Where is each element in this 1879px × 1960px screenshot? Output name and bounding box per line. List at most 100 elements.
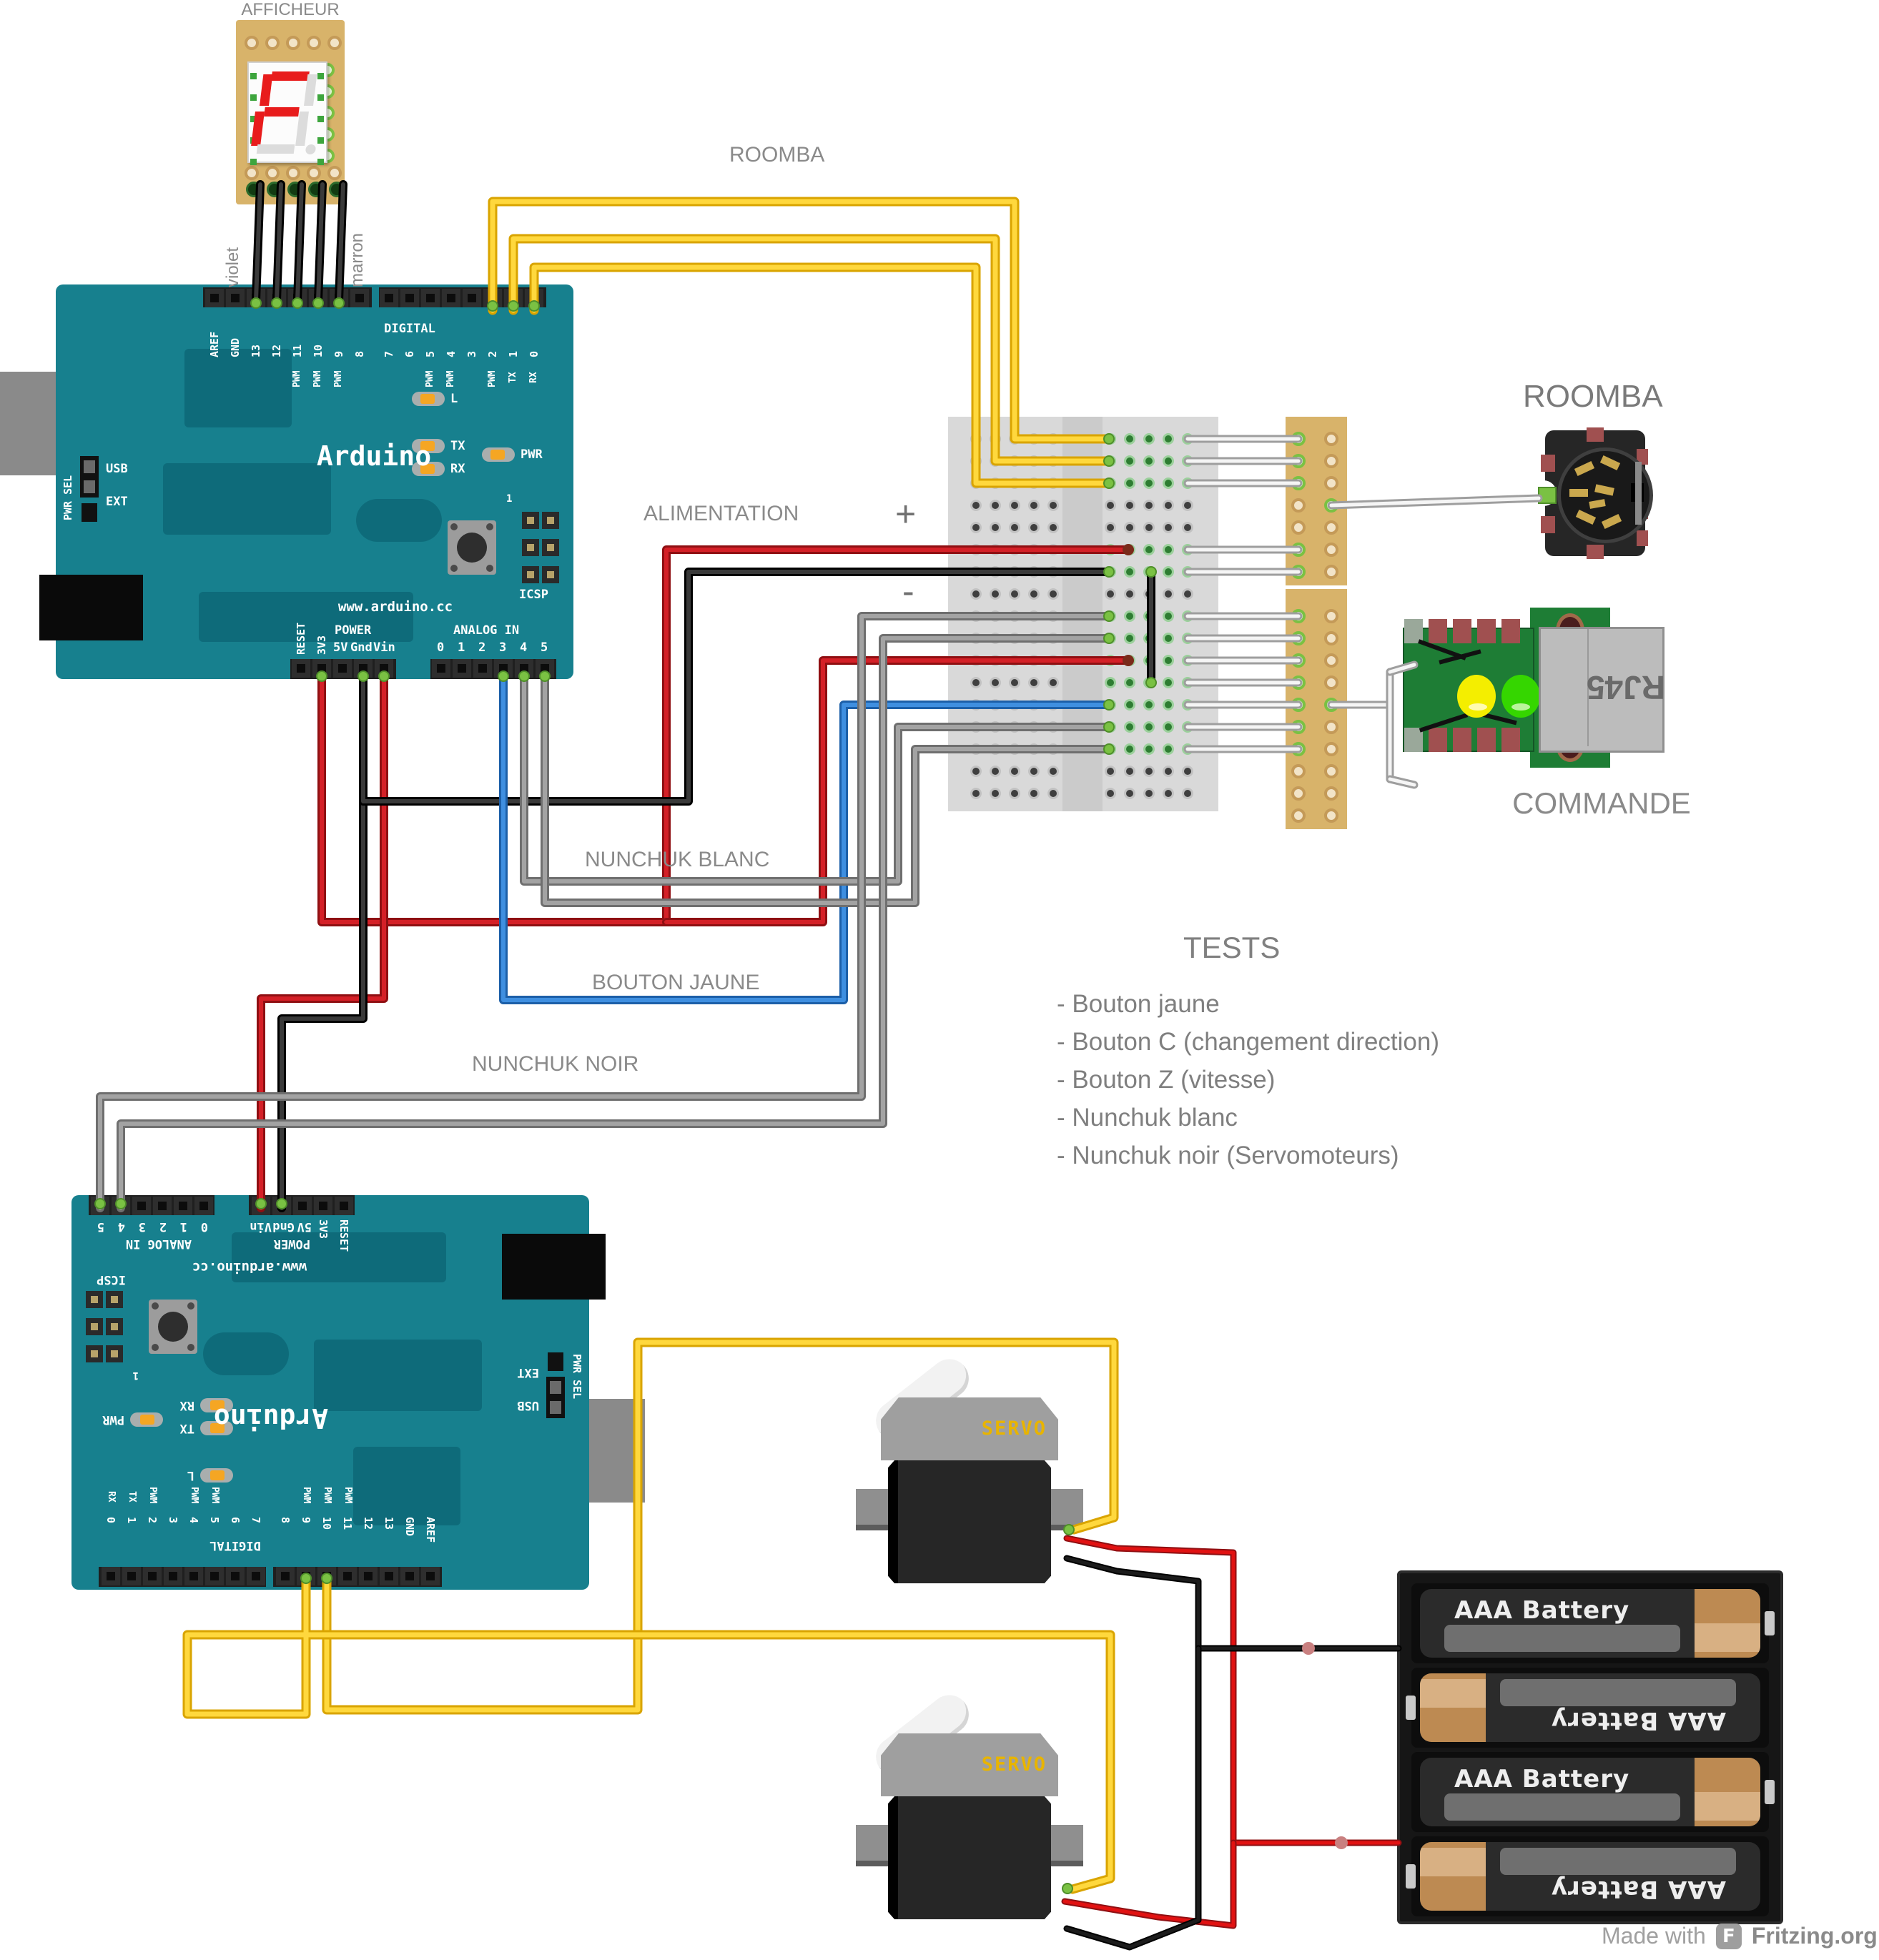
breadboard-hole[interactable] bbox=[1124, 743, 1135, 755]
breadboard-hole[interactable] bbox=[1143, 455, 1155, 467]
breadboard-hole[interactable] bbox=[1047, 500, 1059, 511]
breadboard-hole[interactable] bbox=[1009, 766, 1020, 777]
breadboard-hole[interactable] bbox=[1124, 721, 1135, 733]
servo-motor-2[interactable]: SERVO bbox=[856, 1687, 1085, 1926]
breadboard-hole[interactable] bbox=[970, 766, 982, 777]
breadboard-hole[interactable] bbox=[1124, 455, 1135, 467]
breadboard-hole[interactable] bbox=[1163, 500, 1174, 511]
breadboard-hole[interactable] bbox=[990, 522, 1001, 533]
breadboard-hole[interactable] bbox=[1163, 788, 1174, 799]
wire[interactable] bbox=[664, 658, 1130, 924]
wire[interactable] bbox=[119, 636, 1111, 1210]
breadboard-hole[interactable] bbox=[1047, 522, 1059, 533]
perf-hole[interactable] bbox=[1291, 808, 1306, 823]
icsp-pin[interactable] bbox=[522, 512, 539, 529]
breadboard-hole[interactable] bbox=[1143, 500, 1155, 511]
wire[interactable] bbox=[254, 182, 262, 302]
breadboard-hole[interactable] bbox=[1009, 677, 1020, 688]
perf-hole[interactable] bbox=[1324, 720, 1338, 734]
perfboard-roomba[interactable] bbox=[1286, 417, 1347, 585]
perf-hole[interactable] bbox=[1324, 631, 1338, 645]
breadboard-hole[interactable] bbox=[1163, 699, 1174, 711]
breadboard-hole[interactable] bbox=[1163, 610, 1174, 622]
digital-pin-4[interactable] bbox=[442, 289, 460, 307]
breadboard-hole[interactable] bbox=[1163, 566, 1174, 578]
breadboard-hole[interactable] bbox=[1105, 500, 1116, 511]
breadboard-hole[interactable] bbox=[1143, 788, 1155, 799]
breadboard-hole[interactable] bbox=[970, 522, 982, 533]
wire[interactable] bbox=[361, 570, 1111, 803]
breadboard-hole[interactable] bbox=[1047, 588, 1059, 600]
icsp-pin[interactable] bbox=[542, 566, 559, 583]
perf-hole[interactable] bbox=[1324, 764, 1338, 778]
breadboard-hole[interactable] bbox=[1182, 500, 1193, 511]
wire[interactable] bbox=[522, 678, 1111, 884]
breadboard-hole[interactable] bbox=[1009, 500, 1020, 511]
perf-hole[interactable] bbox=[1324, 454, 1338, 468]
breadboard-hole[interactable] bbox=[1124, 788, 1135, 799]
wire[interactable] bbox=[1388, 663, 1416, 674]
wire[interactable] bbox=[1065, 1536, 1401, 1845]
perf-hole[interactable] bbox=[1324, 609, 1338, 623]
breadboard-hole[interactable] bbox=[1028, 788, 1040, 799]
wire[interactable] bbox=[280, 678, 365, 1210]
wire[interactable] bbox=[1065, 1646, 1200, 1949]
wire[interactable] bbox=[1388, 777, 1416, 787]
reset-button[interactable] bbox=[448, 520, 496, 575]
perf-hole[interactable] bbox=[1324, 432, 1338, 446]
breadboard-hole[interactable] bbox=[1143, 766, 1155, 777]
breadboard-hole[interactable] bbox=[1124, 610, 1135, 622]
breadboard-hole[interactable] bbox=[1124, 566, 1135, 578]
perf-hole[interactable] bbox=[1291, 498, 1306, 513]
icsp-pin[interactable] bbox=[542, 539, 559, 556]
breadboard-hole[interactable] bbox=[1028, 677, 1040, 688]
aaa-battery[interactable]: AAA Battery bbox=[1420, 1758, 1760, 1826]
breadboard-hole[interactable] bbox=[1143, 522, 1155, 533]
breadboard-hole[interactable] bbox=[1124, 522, 1135, 533]
power-jack[interactable] bbox=[39, 575, 143, 640]
wire[interactable] bbox=[490, 199, 1112, 442]
breadboard-hole[interactable] bbox=[1028, 766, 1040, 777]
breadboard-hole[interactable] bbox=[1182, 522, 1193, 533]
breadboard-hole[interactable] bbox=[990, 500, 1001, 511]
wire[interactable] bbox=[1329, 496, 1541, 508]
rj45-breakout-board[interactable]: RJ45 bbox=[1403, 608, 1665, 768]
perf-hole[interactable] bbox=[1324, 476, 1338, 490]
wire[interactable] bbox=[543, 678, 1111, 905]
breadboard-hole[interactable] bbox=[1163, 522, 1174, 533]
perf-hole[interactable] bbox=[1291, 786, 1306, 801]
perf-hole[interactable] bbox=[1324, 675, 1338, 690]
breadboard-hole[interactable] bbox=[1143, 699, 1155, 711]
breadboard-hole[interactable] bbox=[1124, 766, 1135, 777]
digital-pin-5[interactable] bbox=[421, 289, 440, 307]
fritzing-brand[interactable]: Fritzing.org bbox=[1751, 1923, 1878, 1949]
breadboard-hole[interactable] bbox=[1182, 588, 1193, 600]
breadboard-hole[interactable] bbox=[970, 788, 982, 799]
perf-hole[interactable] bbox=[1324, 742, 1338, 756]
breadboard-hole[interactable] bbox=[990, 788, 1001, 799]
wire[interactable] bbox=[531, 264, 1112, 486]
breadboard-hole[interactable] bbox=[1105, 677, 1116, 688]
breadboard-hole[interactable] bbox=[970, 588, 982, 600]
breadboard-hole[interactable] bbox=[1163, 766, 1174, 777]
breadboard-hole[interactable] bbox=[1028, 588, 1040, 600]
breadboard-hole[interactable] bbox=[1105, 522, 1116, 533]
power-pin-RESET[interactable] bbox=[292, 659, 310, 678]
breadboard-hole[interactable] bbox=[1047, 766, 1059, 777]
power-pin-Gnd[interactable] bbox=[354, 659, 373, 678]
breadboard-hole[interactable] bbox=[1124, 477, 1135, 489]
analog-pin-0[interactable] bbox=[432, 659, 450, 678]
wire[interactable] bbox=[184, 1577, 1113, 1892]
breadboard-hole[interactable] bbox=[1105, 766, 1116, 777]
breadboard-hole[interactable] bbox=[1143, 477, 1155, 489]
power-pin-5V[interactable] bbox=[333, 659, 352, 678]
breadboard-hole[interactable] bbox=[1182, 788, 1193, 799]
wire[interactable] bbox=[275, 182, 283, 302]
roomba-din-connector[interactable] bbox=[1531, 427, 1653, 559]
analog-pin-2[interactable] bbox=[473, 659, 492, 678]
perf-hole[interactable] bbox=[1324, 808, 1338, 823]
digital-pin-6[interactable] bbox=[400, 289, 419, 307]
breadboard-hole[interactable] bbox=[1163, 544, 1174, 555]
breadboard-hole[interactable] bbox=[1163, 633, 1174, 644]
